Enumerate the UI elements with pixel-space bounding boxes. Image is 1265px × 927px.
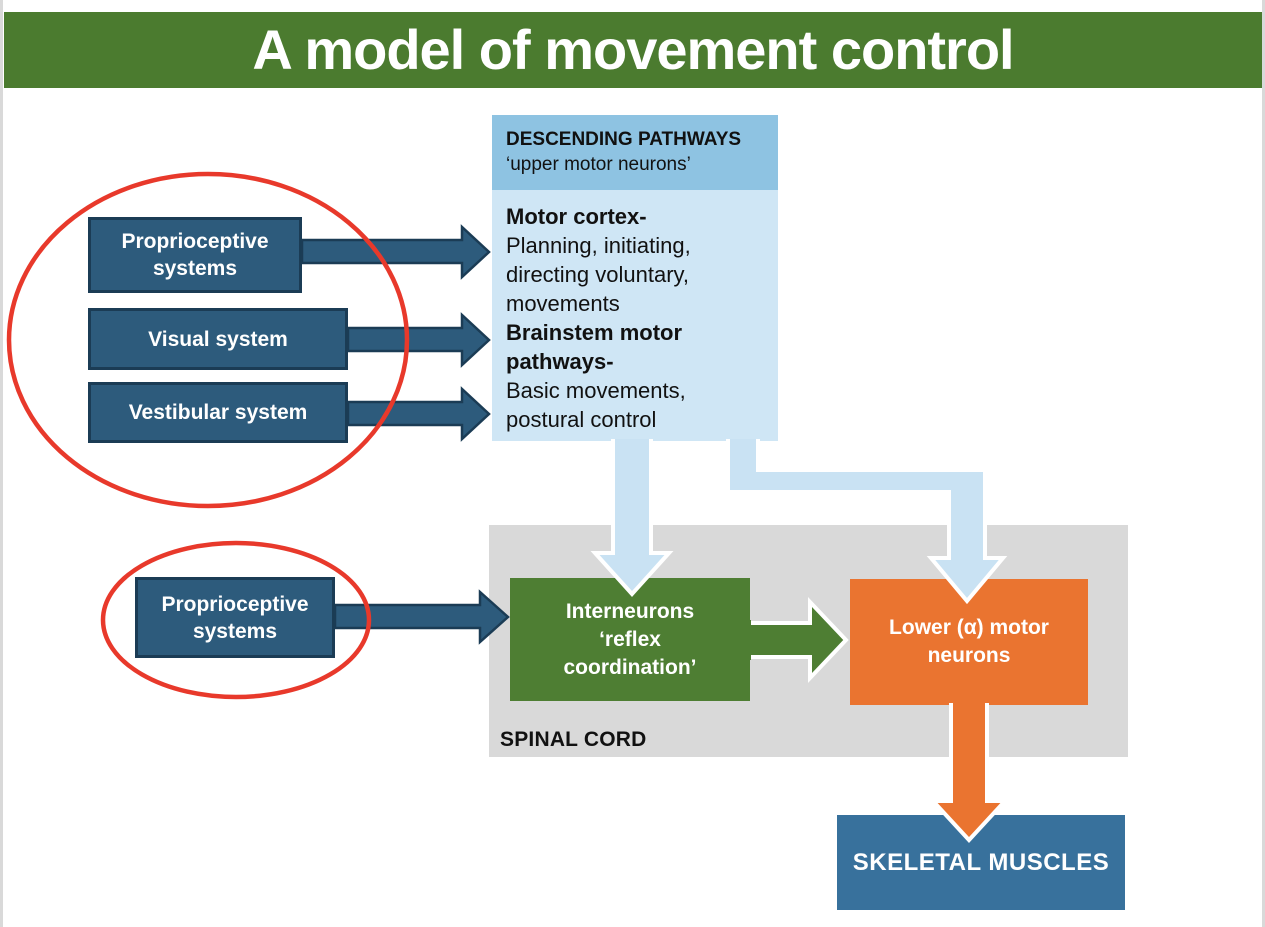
box-proprioceptive-systems-bottom: Proprioceptive systems	[135, 577, 335, 658]
box-proprioceptive-systems-top: Proprioceptive systems	[88, 217, 302, 293]
right-arrow-icon	[333, 589, 510, 645]
arrow-proprioceptive-bottom-to-interneurons	[333, 589, 510, 645]
title-bar: A model of movement control	[4, 12, 1262, 88]
arrow-vestibular-to-descending	[346, 386, 491, 442]
window-edge-right	[1262, 0, 1265, 927]
motor-cortex-description: Planning, initiating, directing voluntar…	[506, 233, 691, 316]
spinal-cord-label: SPINAL CORD	[500, 728, 647, 751]
box-vestibular-system: Vestibular system	[88, 382, 348, 443]
descending-pathways-subtitle: ‘upper motor neurons’	[506, 154, 691, 175]
right-arrow-icon	[346, 312, 491, 368]
arrow-proprioceptive-top-to-descending	[300, 224, 491, 280]
slide-title: A model of movement control	[252, 18, 1014, 81]
box-interneurons: Interneurons ‘reflex coordination’	[510, 578, 750, 701]
window-edge-left	[0, 0, 3, 927]
motor-cortex-heading: Motor cortex-	[506, 204, 647, 229]
box-visual-system: Visual system	[88, 308, 348, 370]
right-arrow-icon	[300, 224, 491, 280]
brainstem-heading: Brainstem motor pathways-	[506, 320, 683, 374]
descending-pathways-header: DESCENDING PATHWAYS ‘upper motor neurons…	[492, 115, 778, 190]
brainstem-description: Basic movements, postural control	[506, 378, 686, 432]
right-arrow-icon	[346, 386, 491, 442]
descending-pathways-title: DESCENDING PATHWAYS	[506, 129, 742, 150]
arrow-visual-to-descending	[346, 312, 491, 368]
descending-pathways-body: Motor cortex- Planning, initiating, dire…	[492, 190, 778, 441]
box-lower-motor-neurons: Lower (α) motor neurons	[850, 579, 1088, 705]
box-skeletal-muscles: SKELETAL MUSCLES	[837, 815, 1125, 910]
